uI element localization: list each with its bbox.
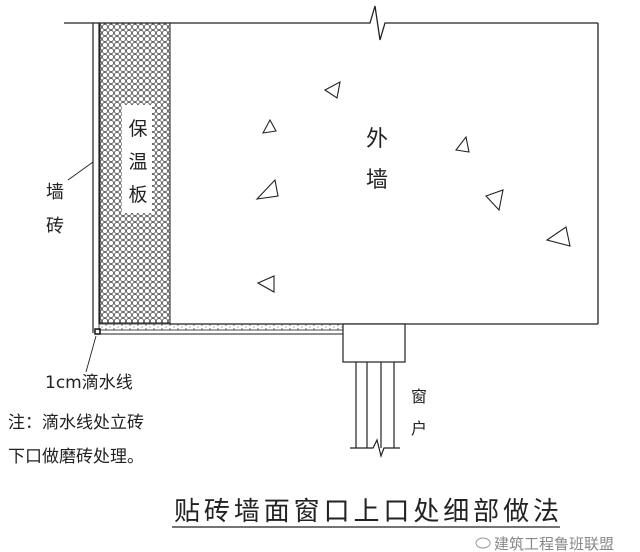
label-exterior-wall-1: 外 [366, 127, 388, 152]
watermark-text: 建筑工程鲁班联盟 [494, 535, 614, 552]
drip-groove [94, 328, 101, 335]
label-window-1: 窗 [411, 387, 427, 406]
label-exterior-wall-2: 墙 [366, 168, 388, 193]
window-lintel [342, 323, 406, 363]
wall-tile-layer [92, 23, 100, 333]
top-edge-line [64, 5, 599, 324]
drip-leader [85, 335, 97, 373]
note-line-1: 注：滴水线处立砖 [8, 413, 144, 433]
aggregate-triangles [255, 80, 571, 293]
diagram-title: 贴砖墙面窗口上口处细部做法 [174, 497, 559, 527]
note-line-2: 下口做磨砖处理。 [8, 447, 144, 467]
label-wall-tile-1: 墙 [46, 182, 64, 203]
label-drip-line: 1cm滴水线 [45, 373, 133, 393]
tile-leader [67, 161, 94, 181]
label-window-2: 户 [411, 419, 427, 438]
label-insulation-3: 板 [128, 184, 147, 206]
window-frame [350, 362, 400, 459]
insulation-label-bg [122, 105, 152, 213]
label-insulation-1: 保 [128, 118, 147, 140]
label-wall-tile-2: 砖 [46, 216, 64, 237]
label-insulation-2: 温 [128, 151, 147, 173]
soffit-plaster [98, 323, 344, 331]
watermark: 建筑工程鲁班联盟 [475, 535, 614, 552]
